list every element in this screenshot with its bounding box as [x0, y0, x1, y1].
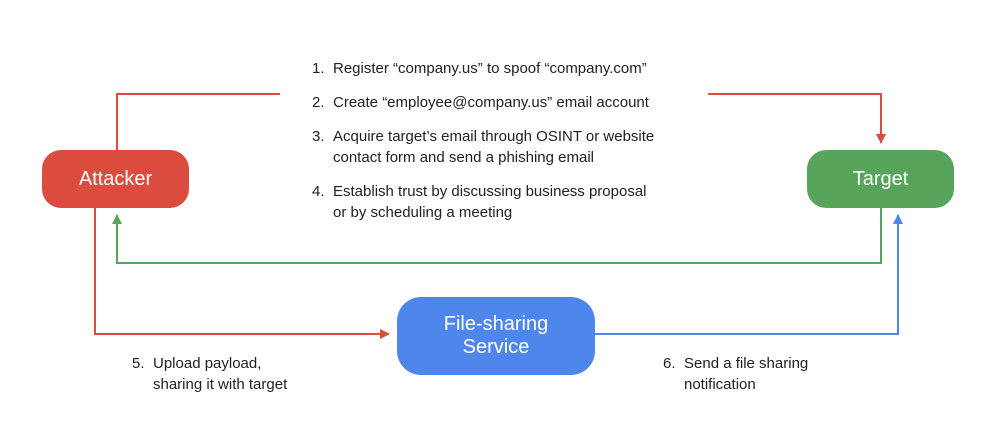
file-sharing-service-node: File-sharing Service — [397, 297, 595, 375]
file-sharing-label-line-1: File-sharing — [443, 313, 549, 335]
target-node: Target — [807, 150, 954, 208]
step-1-number: 1. — [312, 60, 325, 77]
step-3-text-line-1: Acquire target’s email through OSINT or … — [333, 128, 655, 145]
step-6-number: 6. — [663, 355, 676, 372]
attacker-to-target-connector-right — [708, 93, 886, 144]
step-4-text-line-1: Establish trust by discussing business p… — [333, 183, 647, 200]
step-5: 5. Upload payload, sharing it with targe… — [132, 353, 287, 395]
step-3: 3. Acquire target’s email through OSINT … — [312, 126, 654, 168]
step-1-text: Register “company.us” to spoof “company.… — [333, 60, 647, 77]
step-2-number: 2. — [312, 94, 325, 111]
step-6-text-line-1: Send a file sharing — [684, 355, 809, 372]
step-2: 2. Create “employee@company.us” email ac… — [312, 92, 649, 113]
step-3-number: 3. — [312, 128, 325, 145]
step-5-number: 5. — [132, 355, 145, 372]
target-label: Target — [852, 167, 909, 190]
target-to-attacker-connector — [112, 208, 882, 264]
step-4-text-line-2: or by scheduling a meeting — [333, 204, 513, 221]
step-6: 6. Send a file sharing notification — [663, 353, 808, 395]
step-6-text-line-2: notification — [684, 376, 756, 393]
attacker-node: Attacker — [42, 150, 189, 208]
step-4-number: 4. — [312, 183, 325, 200]
fileshare-to-target-connector — [595, 214, 903, 335]
step-5-text-line-2: sharing it with target — [153, 376, 288, 393]
step-5-text-line-1: Upload payload, — [153, 355, 262, 372]
attacker-to-fileshare-connector — [94, 208, 390, 339]
step-3-text-line-2: contact form and send a phishing email — [333, 149, 594, 166]
file-sharing-label-line-2: Service — [462, 336, 530, 358]
step-1: 1. Register “company.us” to spoof “compa… — [312, 58, 647, 79]
step-4: 4. Establish trust by discussing busines… — [312, 181, 647, 223]
attacker-label: Attacker — [78, 167, 153, 190]
step-2-text: Create “employee@company.us” email accou… — [333, 94, 649, 111]
attacker-to-target-connector-left — [116, 93, 280, 150]
